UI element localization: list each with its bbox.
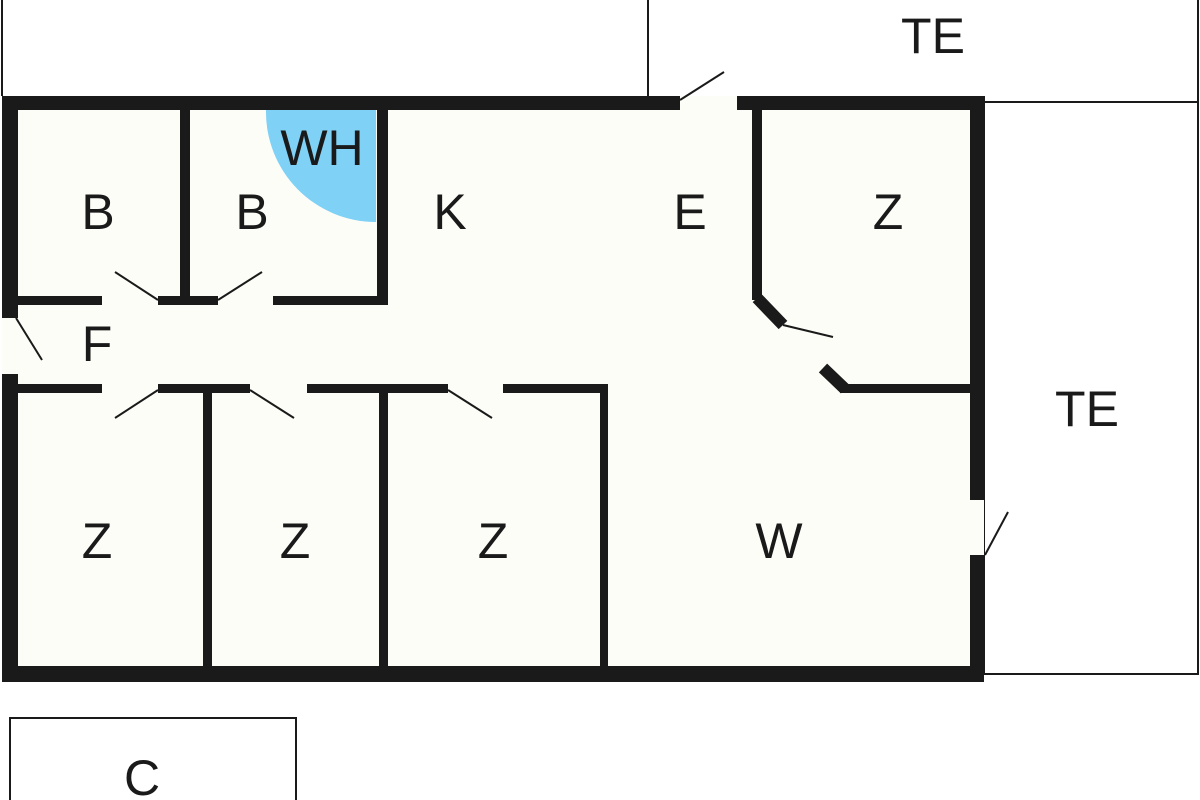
- label-room-sw2: Z: [280, 513, 311, 569]
- label-room-sw3: Z: [478, 513, 509, 569]
- walls: [2, 96, 985, 682]
- label-bath-right: B: [235, 184, 268, 240]
- label-terrace-right: TE: [1055, 381, 1119, 437]
- label-entrance: E: [673, 184, 706, 240]
- label-room-ne: Z: [873, 184, 904, 240]
- label-terrace-top: TE: [901, 8, 965, 64]
- label-carport: C: [124, 750, 160, 800]
- carport-outline: [9, 717, 297, 800]
- label-water-heater: WH: [280, 120, 363, 176]
- label-living: W: [755, 513, 803, 569]
- label-hall: F: [82, 316, 113, 372]
- label-room-sw1: Z: [82, 513, 113, 569]
- doors: [15, 71, 1009, 556]
- label-bath-left: B: [81, 184, 114, 240]
- label-kitchen: K: [433, 184, 466, 240]
- water-heater-zone: [265, 110, 376, 222]
